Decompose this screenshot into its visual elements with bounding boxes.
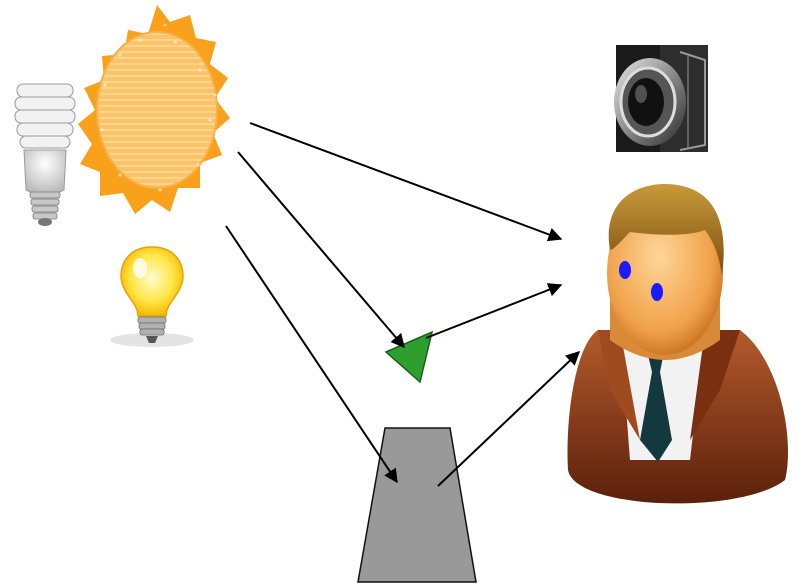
- arrow-sun-to-prism: [237, 151, 405, 349]
- right-eye: [651, 283, 663, 301]
- camera-lens-icon: [614, 45, 708, 152]
- left-eye: [619, 261, 631, 279]
- sun-icon: [78, 5, 230, 214]
- arrow-trapezoid-to-person: [437, 351, 581, 487]
- person-observer-icon: [567, 183, 788, 504]
- arrow-prism-to-person: [425, 283, 563, 339]
- incandescent-bulb-icon: [110, 246, 194, 347]
- arrow-sun-to-trapezoid: [225, 225, 398, 484]
- cfl-bulb-icon: [14, 83, 76, 226]
- green-prism-object: [384, 330, 434, 384]
- arrow-sun-to-person: [249, 122, 563, 242]
